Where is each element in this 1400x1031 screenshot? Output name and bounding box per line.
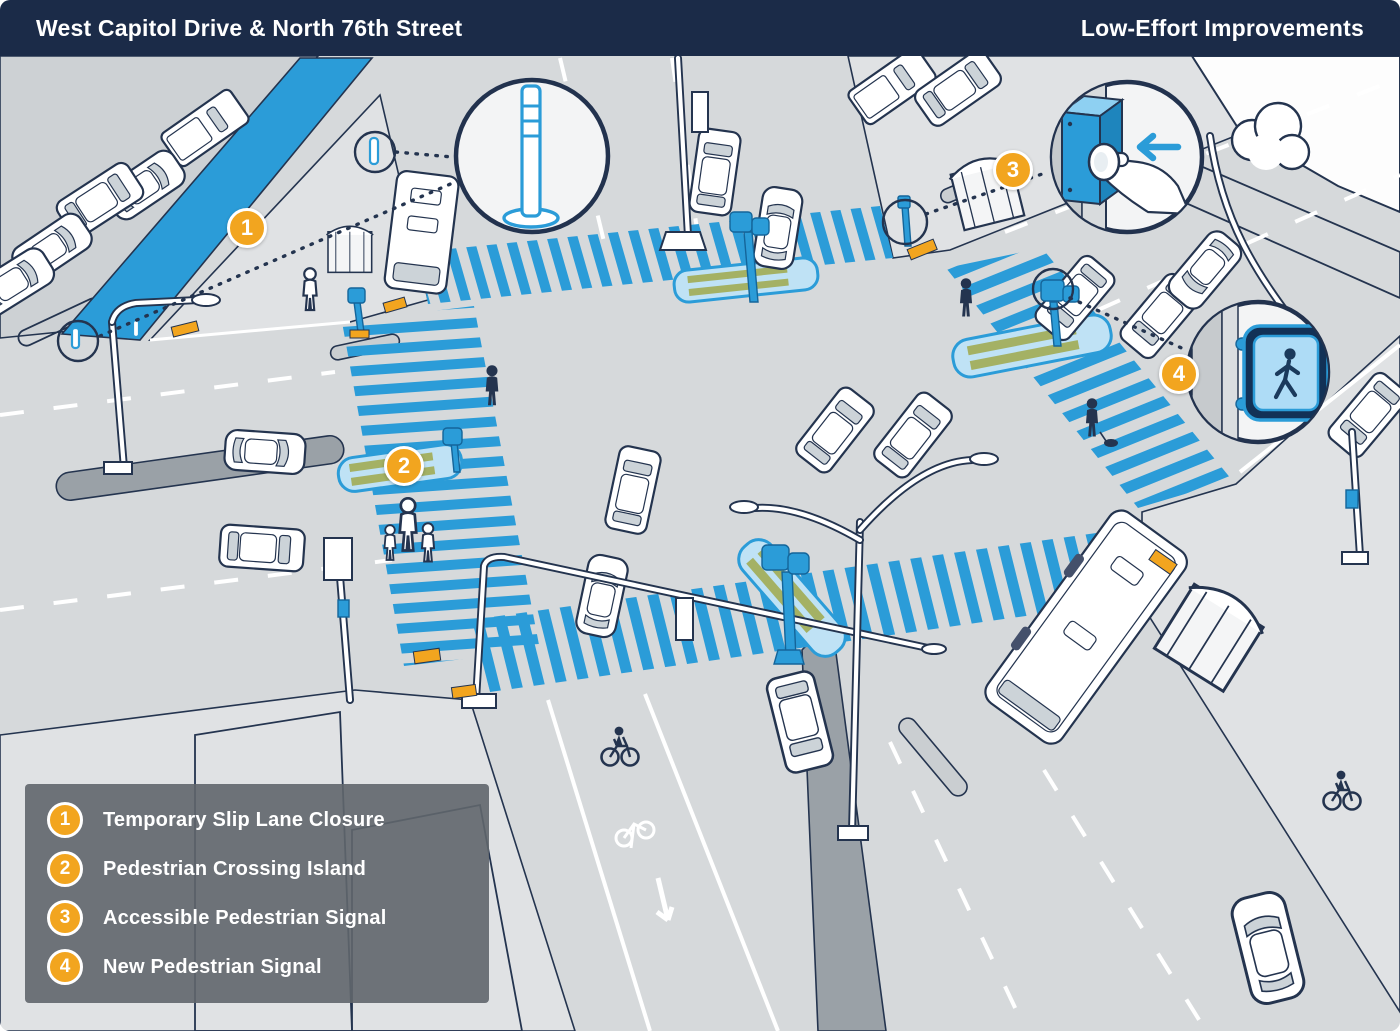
legend: 1 Temporary Slip Lane Closure 2 Pedestri… — [25, 784, 489, 1003]
walk-signal-east — [1040, 279, 1080, 347]
curb-ramp — [170, 320, 200, 338]
callout-push-button — [1049, 79, 1205, 235]
legend-badge-4: 4 — [47, 949, 83, 985]
walk-signal-west — [442, 427, 463, 473]
bus-shelter-northwest — [325, 225, 375, 274]
walk-signal-south — [761, 544, 810, 665]
lane-arrow — [655, 877, 675, 923]
legend-item-4: 4 New Pedestrian Signal — [47, 949, 467, 985]
map-marker-1: 1 — [227, 208, 267, 248]
bus-southeast — [984, 509, 1188, 745]
street-furniture — [70, 54, 1369, 841]
title-bar: West Capitol Drive & North 76th Street L… — [0, 0, 1400, 56]
intersection-title: West Capitol Drive & North 76th Street — [36, 14, 463, 41]
map-marker-4: 4 — [1159, 354, 1199, 394]
scenario-title: Low-Effort Improvements — [1080, 14, 1364, 41]
closed-slip-lane — [60, 57, 374, 341]
legend-item-1: 1 Temporary Slip Lane Closure — [47, 802, 467, 838]
people — [302, 267, 1362, 811]
signal-pole-north — [658, 54, 709, 251]
walk-signal-north — [729, 211, 770, 303]
press-arrow-icon — [1136, 132, 1182, 162]
callout-connectors — [56, 130, 1188, 363]
street-light-south — [729, 452, 999, 841]
curb-ramp — [382, 296, 408, 314]
legend-label-1: Temporary Slip Lane Closure — [103, 808, 385, 831]
legend-label-4: New Pedestrian Signal — [103, 955, 322, 978]
dog — [1104, 439, 1118, 447]
walking-person-icon — [1273, 348, 1301, 400]
callout-walk-signal — [1185, 299, 1331, 445]
bike-lane-symbol — [614, 820, 656, 849]
push-button-pole-northwest — [347, 287, 370, 339]
sign-pole-southwest — [323, 537, 354, 704]
legend-badge-1: 1 — [47, 802, 83, 838]
flexible-delineator-post-icon — [502, 84, 560, 229]
legend-item-2: 2 Pedestrian Crossing Island — [47, 851, 467, 887]
walk-signal-display-icon — [1191, 302, 1328, 442]
pedestrian-push-button-icon — [1052, 82, 1192, 232]
vehicles — [0, 44, 1400, 1009]
street-light-west — [103, 293, 221, 475]
callout-delineator — [453, 77, 611, 235]
leash — [1099, 431, 1107, 442]
legend-badge-2: 2 — [47, 851, 83, 887]
delineator-post-icon — [131, 318, 141, 339]
legend-label-3: Accessible Pedestrian Signal — [103, 906, 387, 929]
tree-icon — [1230, 101, 1311, 171]
signal-pole-east — [1341, 428, 1369, 565]
crosswalk-east — [946, 248, 1232, 508]
delineator-post-icon — [368, 136, 380, 166]
slip-lane-closure-area — [60, 57, 429, 342]
mast-arm-pole — [461, 552, 947, 709]
bus-north — [383, 170, 460, 295]
legend-label-2: Pedestrian Crossing Island — [103, 857, 367, 880]
legend-item-3: 3 Accessible Pedestrian Signal — [47, 900, 467, 936]
map-marker-3: 3 — [993, 150, 1033, 190]
map-marker-2: 2 — [384, 446, 424, 486]
legend-badge-3: 3 — [47, 900, 83, 936]
delineator-post-icon — [70, 326, 81, 350]
